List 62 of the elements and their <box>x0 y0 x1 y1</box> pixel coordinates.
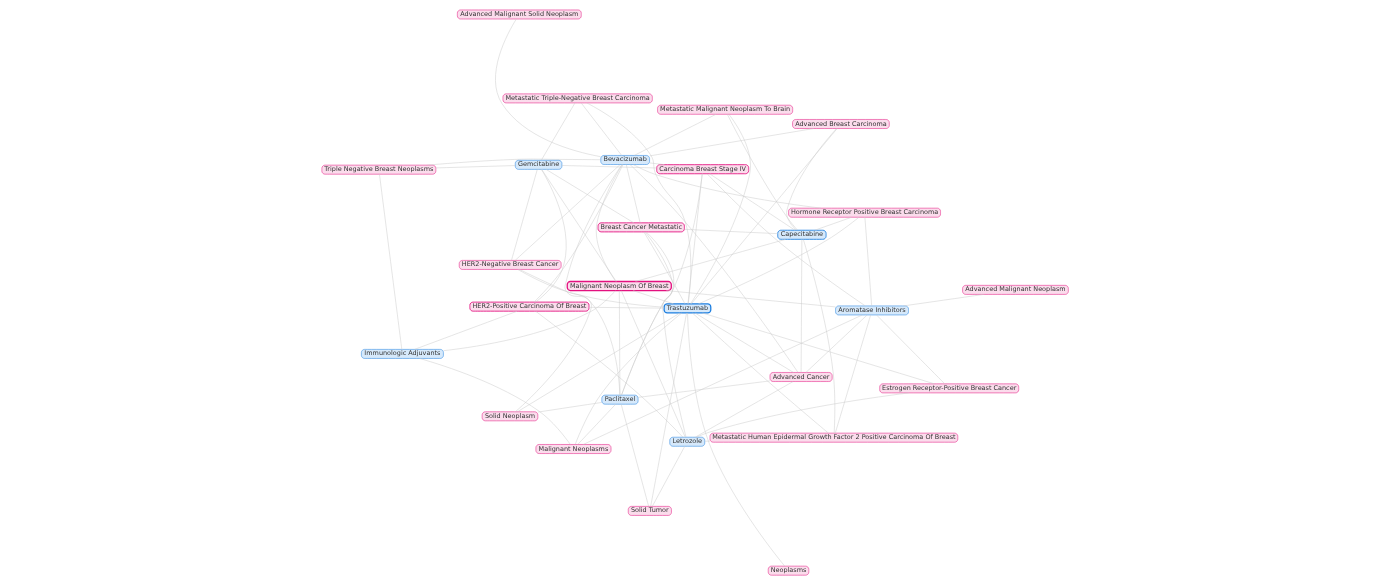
connector <box>649 312 687 507</box>
connector <box>726 114 798 231</box>
connector <box>517 269 664 308</box>
connector <box>574 312 682 445</box>
connector <box>690 128 837 305</box>
connector <box>516 312 680 412</box>
connector <box>595 164 623 282</box>
connector <box>648 162 665 165</box>
connector <box>540 102 575 161</box>
connector <box>785 128 837 231</box>
connector <box>708 173 795 231</box>
connector <box>580 102 622 156</box>
connector <box>442 290 616 351</box>
connector <box>805 314 867 373</box>
connector <box>695 392 909 438</box>
connector <box>633 114 716 156</box>
connector <box>510 169 538 261</box>
connector <box>686 312 785 567</box>
connector <box>514 164 620 261</box>
connector <box>694 312 794 373</box>
connector <box>864 217 872 307</box>
connector <box>683 229 778 234</box>
connector <box>620 231 674 396</box>
connector <box>625 164 640 223</box>
connector <box>694 381 793 438</box>
connector <box>586 102 691 305</box>
connector <box>378 173 402 350</box>
connector <box>704 440 710 442</box>
connector <box>651 446 685 507</box>
connector <box>540 169 616 282</box>
connector <box>534 169 566 303</box>
connector <box>634 239 786 282</box>
connector <box>418 358 571 445</box>
connector <box>537 402 602 413</box>
connector <box>514 164 622 412</box>
connector <box>620 290 685 438</box>
connector <box>644 231 686 438</box>
connector <box>637 380 770 398</box>
connector <box>643 231 685 305</box>
connector <box>875 314 945 384</box>
connector <box>834 314 871 434</box>
connector <box>632 290 674 305</box>
connector <box>494 18 601 157</box>
connector <box>533 164 623 303</box>
connector <box>413 310 517 350</box>
connector <box>687 173 702 305</box>
connector <box>577 403 616 445</box>
connector <box>518 269 620 396</box>
connector <box>902 294 984 307</box>
connector <box>802 239 835 434</box>
connector <box>814 217 852 231</box>
connector <box>534 310 683 438</box>
connector <box>620 173 702 396</box>
connector <box>545 169 634 223</box>
connector <box>561 165 657 169</box>
connector <box>426 158 601 166</box>
connector <box>620 404 649 507</box>
connector <box>691 312 829 434</box>
connector <box>697 217 859 305</box>
connector <box>665 290 836 308</box>
connector <box>689 114 751 305</box>
connector <box>706 173 865 307</box>
